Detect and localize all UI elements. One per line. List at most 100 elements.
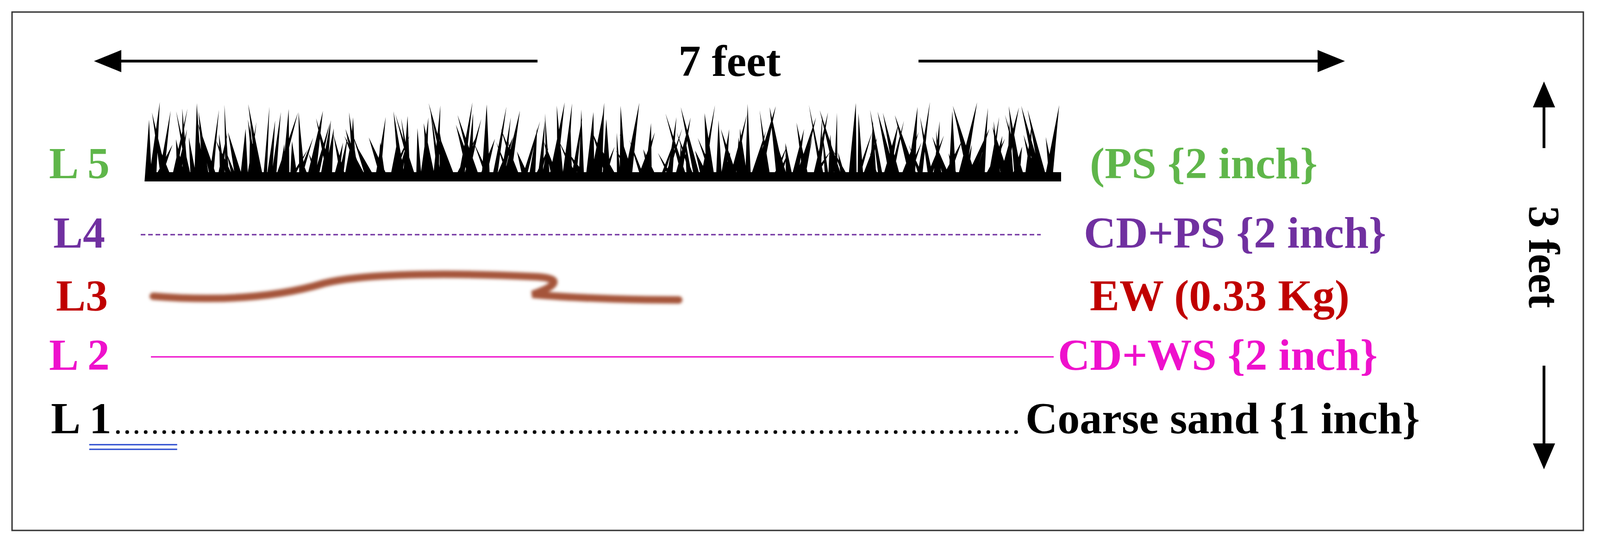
dot: [838, 430, 843, 435]
dot: [866, 430, 870, 435]
dot: [310, 430, 315, 435]
dot: [301, 430, 306, 435]
dot: [727, 430, 732, 435]
dot: [921, 430, 926, 435]
dot: [551, 430, 556, 435]
dot: [625, 430, 630, 435]
layer-label: (PS {2 inch}: [1089, 138, 1318, 188]
dot: [116, 430, 120, 435]
dot: [338, 430, 343, 435]
double-underline: [89, 444, 178, 450]
arrow-head: [1317, 50, 1345, 73]
dimension-line: [1542, 365, 1546, 452]
dot: [143, 430, 148, 435]
dot: [986, 430, 991, 435]
dot: [643, 430, 648, 435]
dot: [579, 430, 583, 435]
underline: [89, 443, 178, 446]
dot: [421, 430, 426, 435]
dot: [801, 430, 806, 435]
dot: [597, 430, 602, 435]
dot: [958, 430, 963, 435]
dot: [514, 430, 519, 435]
grass: [144, 101, 1062, 182]
layer-label: Coarse sand {1 inch}: [1025, 393, 1420, 444]
dot: [440, 430, 444, 435]
dot: [588, 430, 593, 435]
dot: [356, 430, 361, 435]
dot: [264, 430, 269, 435]
dot: [829, 430, 833, 435]
dot: [690, 430, 694, 435]
dot: [736, 430, 741, 435]
dot: [523, 430, 528, 435]
arrow-head: [93, 50, 122, 73]
dot: [542, 430, 546, 435]
dot: [486, 430, 491, 435]
layer-number: L3: [56, 271, 108, 321]
dot: [681, 430, 685, 435]
layer-line: [140, 234, 1041, 236]
dot: [606, 430, 611, 435]
dot: [810, 430, 815, 435]
dot: [458, 430, 463, 435]
dot: [393, 430, 398, 435]
dot: [764, 430, 769, 435]
dot: [449, 430, 454, 435]
dot: [1014, 430, 1019, 435]
layer-number: L 1: [50, 393, 112, 444]
dot: [227, 430, 232, 435]
dot: [1005, 430, 1009, 435]
dot: [653, 430, 657, 435]
dot: [616, 430, 620, 435]
dot: [819, 430, 824, 435]
dot: [431, 430, 435, 435]
dot: [468, 430, 472, 435]
layer-number: L 2: [49, 330, 110, 380]
dimension-label: 3 feet: [1519, 205, 1569, 308]
dot: [190, 430, 194, 435]
dot: [532, 430, 537, 435]
layer-number: L4: [53, 208, 106, 258]
dot: [505, 430, 509, 435]
layer-line: [150, 356, 1054, 358]
dot: [745, 430, 750, 435]
dot: [968, 430, 972, 435]
dot: [477, 430, 482, 435]
dot: [773, 430, 778, 435]
dot: [171, 430, 176, 435]
dot: [403, 430, 407, 435]
dot: [847, 430, 852, 435]
dot: [912, 430, 917, 435]
arrow-head: [1532, 443, 1556, 470]
dot: [366, 430, 370, 435]
dot: [884, 430, 889, 435]
layer-number: L 5: [49, 138, 110, 188]
dot: [236, 430, 241, 435]
dot: [755, 430, 759, 435]
layer-label: EW (0.33 Kg): [1089, 271, 1350, 321]
dimension-line: [918, 59, 1329, 63]
dot: [181, 430, 185, 435]
dot: [560, 430, 565, 435]
dot: [875, 430, 880, 435]
grass-base: [148, 172, 1062, 182]
dot: [134, 430, 139, 435]
dot: [282, 430, 287, 435]
dot: [995, 430, 1000, 435]
dimension-label: 7 feet: [678, 36, 781, 86]
dot: [255, 430, 259, 435]
dot: [199, 430, 204, 435]
dot: [671, 430, 676, 435]
dot: [384, 430, 389, 435]
layer-label: CD+PS {2 inch}: [1083, 208, 1387, 258]
dot: [634, 430, 639, 435]
dot: [931, 430, 935, 435]
dot: [245, 430, 250, 435]
dot: [273, 430, 278, 435]
dot: [940, 430, 944, 435]
dot: [319, 430, 324, 435]
dot: [949, 430, 954, 435]
dot: [718, 430, 722, 435]
